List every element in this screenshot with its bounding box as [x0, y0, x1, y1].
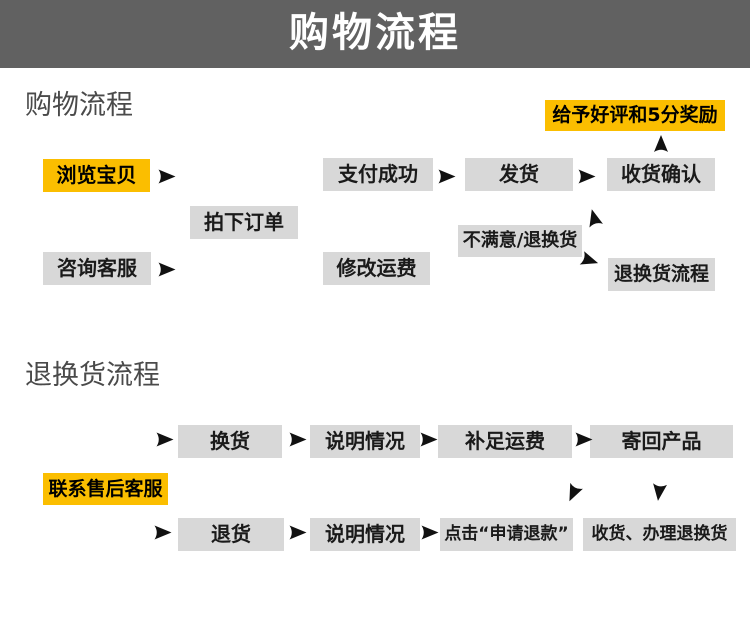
node-give-praise: 给予好评和5分奖励 [545, 100, 725, 131]
node-confirm-receipt: 收货确认 [607, 158, 715, 191]
arrow-right-icon [420, 432, 438, 447]
arrow-right-icon [579, 251, 601, 271]
node-browse-items: 浏览宝贝 [43, 159, 150, 192]
section1-title: 购物流程 [25, 90, 133, 121]
node-unsatisfied-return: 不满意/退换货 [458, 225, 582, 257]
node-receive-and-handle: 收货、办理退换货 [583, 518, 736, 551]
arrow-right-icon [154, 525, 172, 540]
arrow-right-icon [289, 525, 307, 540]
section2-title: 退换货流程 [25, 360, 160, 391]
node-modify-shipping-fee: 修改运费 [323, 252, 430, 285]
arrow-right-icon [289, 432, 307, 447]
node-consult-service: 咨询客服 [43, 252, 151, 285]
node-refund-goods: 退货 [178, 518, 284, 551]
node-explain-situation-1: 说明情况 [310, 425, 420, 458]
node-contact-after-sales: 联系售后客服 [43, 473, 168, 505]
arrow-right-icon [158, 169, 176, 184]
node-place-order: 拍下订单 [190, 206, 298, 239]
arrow-up-icon [654, 135, 669, 153]
arrow-up-icon [584, 207, 603, 228]
arrow-right-icon [421, 525, 439, 540]
arrow-right-icon [575, 432, 593, 447]
node-click-apply-refund: 点击“申请退款” [440, 518, 573, 551]
node-return-flow-link: 退换货流程 [608, 258, 715, 291]
banner: 购物流程 [0, 0, 750, 68]
node-payment-success: 支付成功 [323, 158, 433, 191]
arrow-right-icon [158, 262, 176, 277]
banner-title: 购物流程 [289, 10, 461, 56]
node-send-back-product: 寄回产品 [590, 425, 733, 458]
arrow-right-icon [156, 432, 174, 447]
node-ship-goods: 发货 [465, 158, 573, 191]
node-explain-situation-2: 说明情况 [310, 518, 420, 551]
arrow-down-icon [650, 483, 667, 503]
arrow-right-icon [578, 169, 596, 184]
arrow-right-icon [438, 169, 456, 184]
arrow-down-icon [562, 482, 583, 505]
node-exchange-goods: 换货 [178, 425, 282, 458]
node-pay-shipping-fee: 补足运费 [438, 425, 572, 458]
